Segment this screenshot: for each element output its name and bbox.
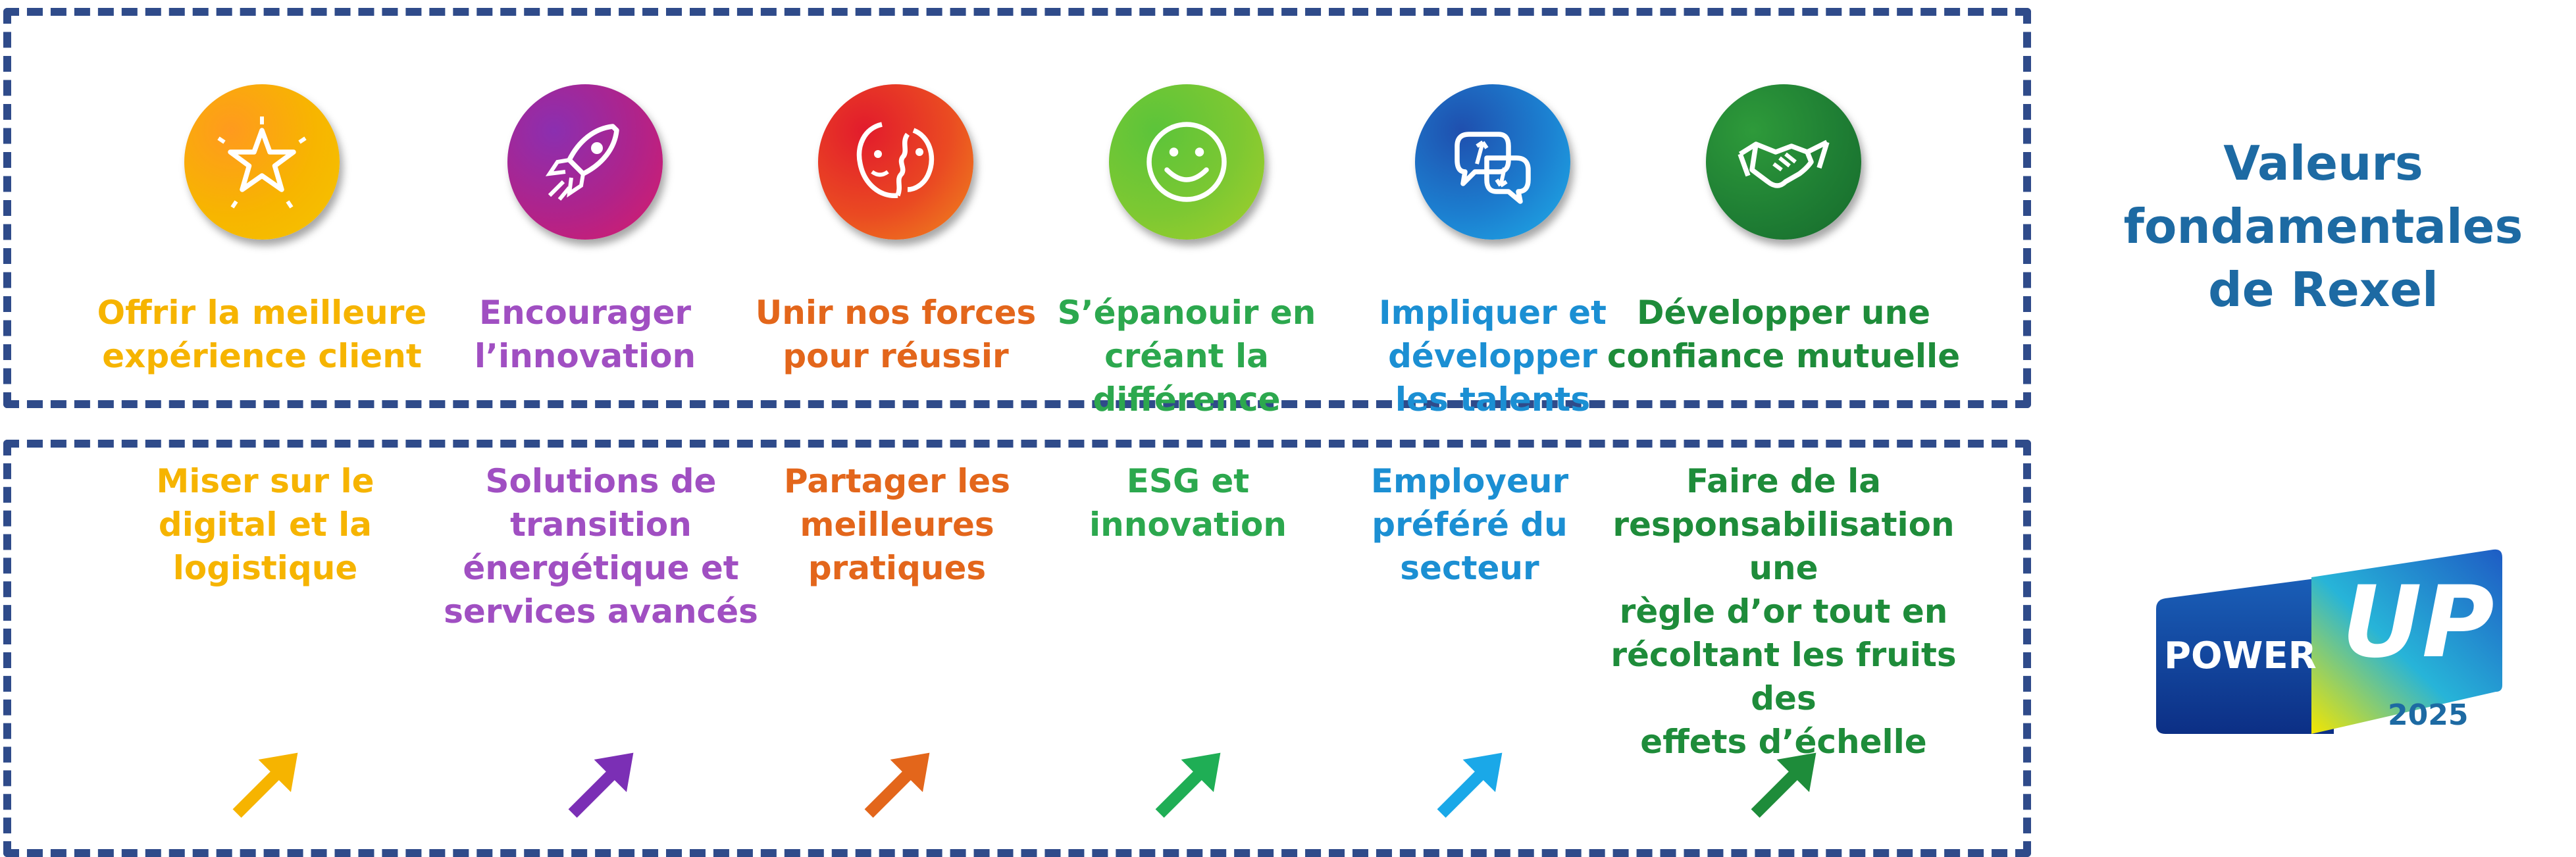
star-icon bbox=[184, 84, 340, 240]
handshake-icon bbox=[1706, 84, 1861, 240]
strategy-label-empowerment: Faire de la responsabilisation une règle… bbox=[1610, 462, 1957, 761]
value-item-3: Unir nos forces pour réussir bbox=[711, 84, 1080, 378]
logo-year: 2025 bbox=[2388, 698, 2468, 732]
arrow-up-right-icon bbox=[1155, 752, 1221, 818]
strategy-label-energy-transition: Solutions de transition énergétique et s… bbox=[444, 462, 758, 631]
value-item-2: Encourager l’innovation bbox=[401, 84, 769, 378]
strategy-item-1: Miser sur le digital et la logistique bbox=[81, 459, 450, 828]
arrow-up-right-icon bbox=[568, 752, 634, 818]
strategy-item-3: Partager les meilleures pratiques bbox=[713, 459, 1081, 828]
value-item-4: S’épanouir en créant la différence bbox=[1002, 84, 1371, 421]
value-label-unite: Unir nos forces pour réussir bbox=[755, 294, 1037, 375]
chat-arrows-icon bbox=[1415, 84, 1570, 240]
smiley-icon bbox=[1109, 84, 1264, 240]
arrow-up-right-icon bbox=[1437, 752, 1503, 818]
strategy-frame bbox=[3, 440, 2031, 857]
arrow-up-right-icon bbox=[232, 752, 298, 818]
core-values-title: Valeurs fondamentales de Rexel bbox=[2123, 136, 2523, 317]
value-item-5: Impliquer et développer les talents bbox=[1308, 84, 1677, 421]
strategy-label-esg: ESG et innovation bbox=[1089, 462, 1287, 544]
strategy-item-5: Employeur préféré du secteur bbox=[1285, 459, 1654, 828]
value-label-innovation: Encourager l’innovation bbox=[474, 294, 696, 375]
arrow-up-right-icon bbox=[864, 752, 930, 818]
strategy-item-4: ESG et innovation bbox=[1004, 459, 1372, 828]
value-label-customer-experience: Offrir la meilleure expérience client bbox=[97, 294, 427, 375]
logo-word-power: POWER bbox=[2164, 635, 2317, 677]
values-frame bbox=[3, 8, 2031, 408]
value-label-thrive: S’épanouir en créant la différence bbox=[1057, 294, 1316, 419]
power-up-logo: POWER UP 2025 bbox=[2156, 549, 2502, 734]
rocket-icon bbox=[507, 84, 663, 240]
faces-icon bbox=[818, 84, 973, 240]
strategy-item-2: Solutions de transition énergétique et s… bbox=[417, 459, 785, 828]
arrow-up-right-icon bbox=[1751, 752, 1816, 818]
strategy-item-6: Faire de la responsabilisation une règle… bbox=[1580, 459, 1988, 828]
value-label-trust: Développer une confiance mutuelle bbox=[1607, 294, 1961, 375]
value-item-6: Développer une confiance mutuelle bbox=[1599, 84, 1968, 378]
strategy-label-best-practices: Partager les meilleures pratiques bbox=[784, 462, 1010, 587]
strategy-label-employer: Employeur préféré du secteur bbox=[1370, 462, 1569, 587]
value-label-talents: Impliquer et développer les talents bbox=[1379, 294, 1607, 419]
strategy-label-digital: Miser sur le digital et la logistique bbox=[156, 462, 374, 587]
value-item-1: Offrir la meilleure expérience client bbox=[78, 84, 446, 378]
logo-word-up: UP bbox=[2342, 565, 2494, 680]
